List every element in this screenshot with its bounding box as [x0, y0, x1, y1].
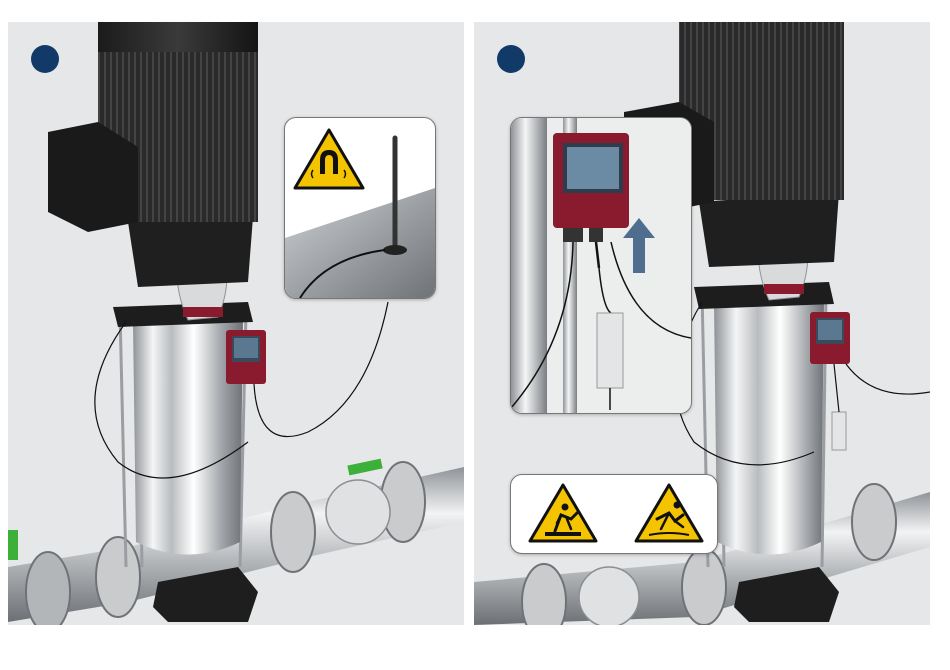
sensor-module: [810, 312, 850, 364]
sensor-module: [226, 330, 266, 384]
valve-handle-left: [8, 530, 18, 560]
pump-body: [714, 302, 824, 555]
step-2-panel: [474, 22, 930, 625]
magnetic-antenna-icon: [285, 118, 435, 298]
slip-hazard-warning-icon: [636, 485, 702, 541]
valve-handle: [347, 459, 382, 476]
sensor-module-connection: [511, 118, 691, 413]
power-supply: [832, 412, 846, 450]
motor-stool: [699, 192, 839, 267]
warning-signs-inset: [510, 474, 718, 554]
antenna-inset: [284, 117, 436, 299]
step-1-panel: [8, 22, 464, 625]
power-supply: [597, 313, 623, 388]
warning-signs: [511, 475, 717, 553]
trip-hazard-warning-icon: [530, 485, 596, 541]
step-indicator: [31, 45, 59, 73]
sensor-connection-inset: [510, 117, 692, 414]
magnetic-field-warning-icon: [295, 130, 363, 188]
motor-stool: [128, 217, 253, 287]
pump-illustration-1: [8, 22, 464, 625]
antenna-cable: [254, 302, 388, 437]
step-indicator: [497, 45, 525, 73]
